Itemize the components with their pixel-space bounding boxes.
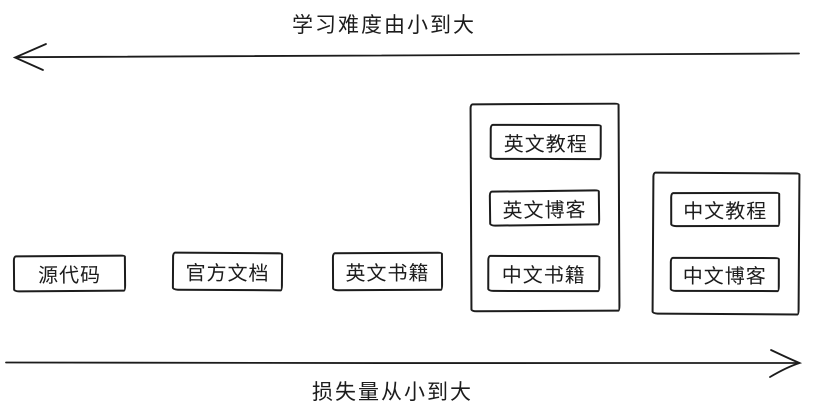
node-english-books: 英文书籍 <box>331 251 444 292</box>
node-chinese-blogs: 中文博客 <box>669 256 780 293</box>
node-chinese-books: 中文书籍 <box>487 254 601 293</box>
top-axis-label: 学习难度由小到大 <box>292 14 476 37</box>
right-arrow-line <box>5 361 797 365</box>
node-english-blogs: 英文博客 <box>488 189 601 227</box>
node-official-docs: 官方文档 <box>171 251 284 292</box>
node-label: 源代码 <box>37 264 102 288</box>
node-label: 中文教程 <box>683 200 768 224</box>
node-label: 中文博客 <box>682 265 767 289</box>
group-box-1: 英文教程 英文博客 中文书籍 <box>469 102 621 313</box>
node-label: 英文博客 <box>502 198 587 223</box>
node-label: 中文书籍 <box>501 264 586 288</box>
right-arrowhead-icon <box>769 349 803 378</box>
node-source-code: 源代码 <box>12 254 127 293</box>
bottom-axis-label: 损失量从小到大 <box>312 381 473 404</box>
node-chinese-tutorials: 中文教程 <box>670 191 781 228</box>
group-box-2: 中文教程 中文博客 <box>651 171 801 316</box>
left-arrowhead-icon <box>12 43 47 71</box>
node-label: 英文教程 <box>503 133 588 156</box>
left-arrow-line <box>16 52 800 59</box>
node-english-tutorials: 英文教程 <box>489 123 602 161</box>
node-label: 官方文档 <box>185 262 270 286</box>
node-label: 英文书籍 <box>345 262 430 286</box>
